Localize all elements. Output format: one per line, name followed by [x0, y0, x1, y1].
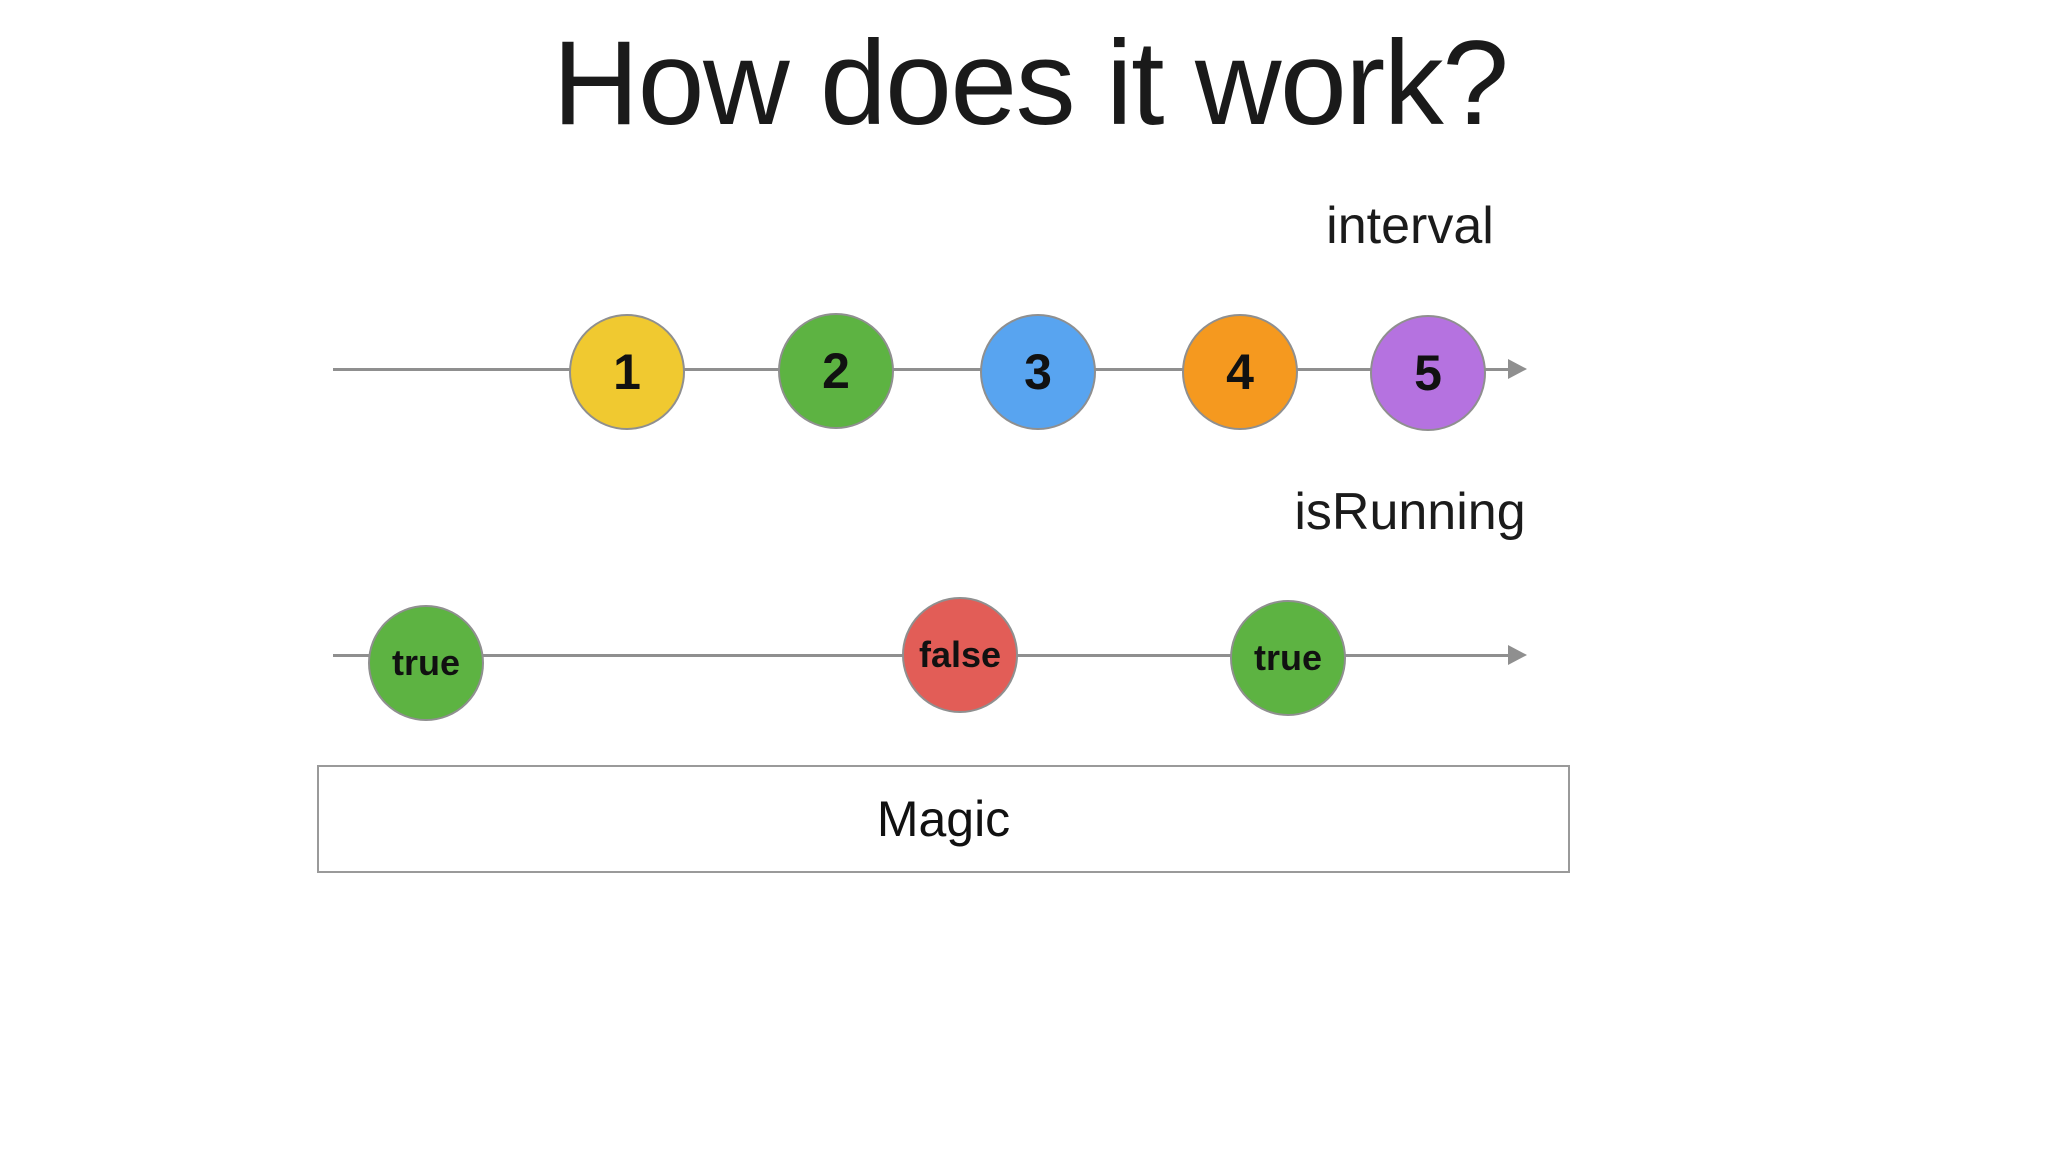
page-title: How does it work? [552, 16, 1509, 150]
interval-node-4: 4 [1182, 314, 1298, 430]
interval-node-1-label: 1 [613, 344, 641, 400]
magic-box: Magic [317, 765, 1570, 873]
interval-arrowhead-icon [1508, 359, 1527, 379]
isrunning-node-false: false [902, 597, 1018, 713]
interval-node-3-label: 3 [1024, 344, 1052, 400]
interval-node-5: 5 [1370, 315, 1486, 431]
isrunning-label: isRunning [1294, 483, 1526, 541]
interval-node-5-label: 5 [1414, 345, 1442, 401]
isrunning-arrowhead-icon [1508, 645, 1527, 665]
isrunning-node-true-1: true [368, 605, 484, 721]
interval-node-1: 1 [569, 314, 685, 430]
interval-node-2: 2 [778, 313, 894, 429]
isrunning-node-true-1-label: true [391, 642, 460, 683]
interval-node-3: 3 [980, 314, 1096, 430]
isrunning-node-true-2-label: true [1253, 637, 1322, 678]
interval-timeline-line [333, 368, 1511, 371]
interval-node-4-label: 4 [1226, 344, 1254, 400]
isrunning-node-false-label: false [918, 634, 1002, 675]
interval-label: interval [1326, 197, 1494, 255]
magic-box-label: Magic [876, 791, 1011, 847]
isrunning-node-true-2: true [1230, 600, 1346, 716]
interval-node-2-label: 2 [822, 343, 850, 399]
